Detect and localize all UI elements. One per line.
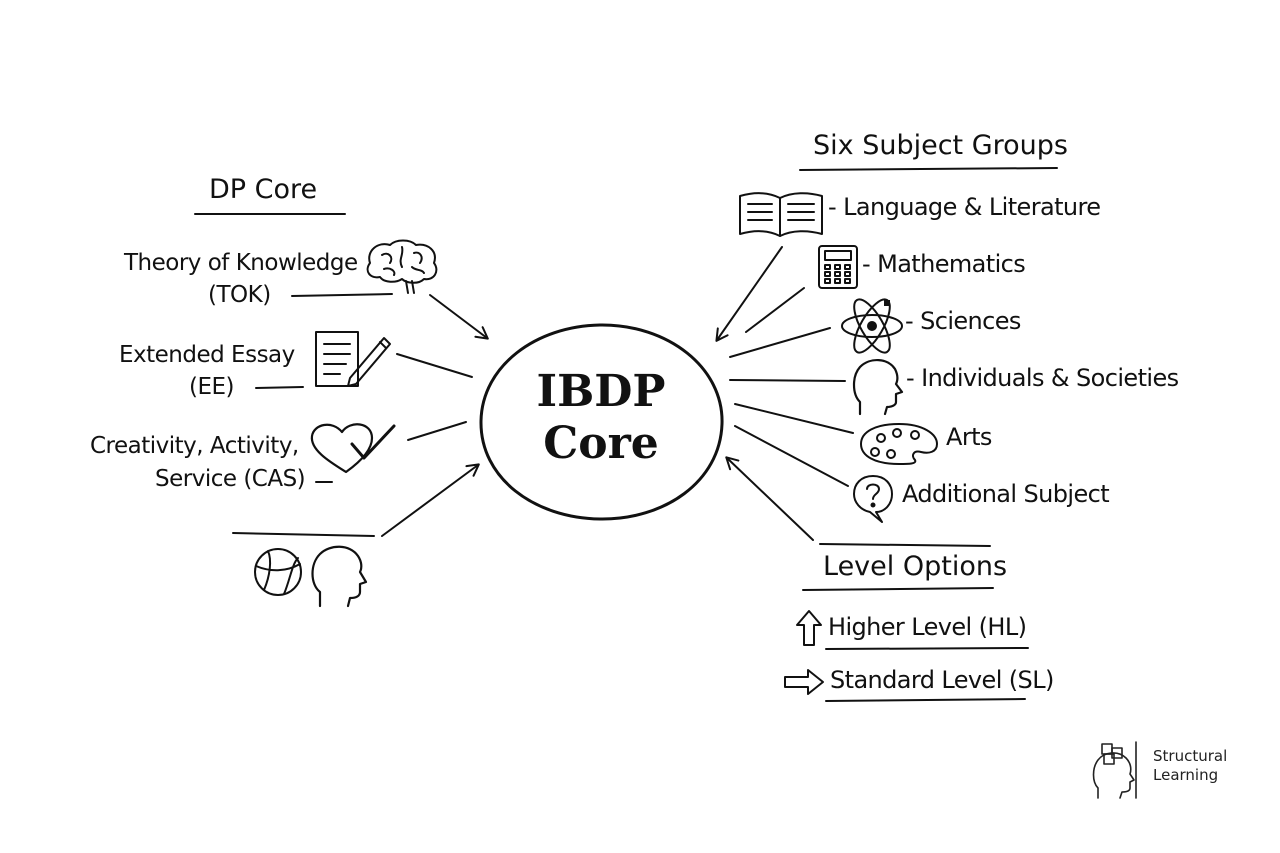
dp-core-heading: DP Core xyxy=(209,174,318,205)
extra-overline xyxy=(232,532,375,537)
subject-groups-heading: Six Subject Groups xyxy=(813,130,1068,161)
arrow-up-icon xyxy=(796,610,822,646)
sl-underline xyxy=(825,698,1026,702)
center-title-line2: Core xyxy=(543,418,659,469)
level-options-underline xyxy=(802,587,994,591)
level-options-heading: Level Options xyxy=(823,551,1008,582)
cas-connector xyxy=(407,421,467,441)
tok-abbrev: (TOK) xyxy=(208,282,271,308)
brain-icon xyxy=(366,239,438,294)
subject-sciences: - Sciences xyxy=(905,307,1021,335)
extra-arrow xyxy=(381,463,480,537)
palette-icon xyxy=(860,423,938,465)
subject-additional: Additional Subject xyxy=(902,480,1110,508)
tok-label: Theory of Knowledge xyxy=(124,250,358,276)
ball-icon xyxy=(254,548,302,596)
question-bubble-icon xyxy=(853,475,893,523)
hl-underline xyxy=(825,647,1029,650)
head-profile-icon xyxy=(852,359,904,416)
calculator-icon xyxy=(818,245,858,289)
cas-label: Creativity, Activity, xyxy=(90,433,299,459)
additional-connector xyxy=(734,425,849,487)
subject-groups-underline xyxy=(799,167,1058,171)
logo-text: Structural Learning xyxy=(1153,747,1227,785)
heart-check-icon xyxy=(310,423,396,474)
individuals-connector xyxy=(729,379,846,382)
open-book-icon xyxy=(739,192,823,237)
logo-text-line1: Structural xyxy=(1153,747,1228,765)
structural-learning-logo-icon xyxy=(1092,741,1137,799)
level-higher: Higher Level (HL) xyxy=(828,613,1027,641)
math-connector xyxy=(745,287,805,333)
ee-connector xyxy=(396,353,473,378)
center-title-line1: IBDP xyxy=(536,366,666,417)
arts-connector xyxy=(734,403,854,434)
center-circle xyxy=(479,323,724,521)
tok-arrow xyxy=(429,294,489,340)
atom-icon xyxy=(841,298,903,354)
subject-mathematics: - Mathematics xyxy=(862,250,1026,278)
subject-arts: Arts xyxy=(946,423,992,451)
logo-text-line2: Learning xyxy=(1153,766,1219,784)
sciences-connector xyxy=(729,327,831,358)
level-options-overline xyxy=(819,543,991,547)
ee-abbrev: (EE) xyxy=(189,374,235,400)
tok-leader xyxy=(291,293,393,297)
arrow-right-icon xyxy=(784,669,824,695)
subject-language: - Language & Literature xyxy=(828,193,1101,221)
document-pencil-icon xyxy=(315,331,391,387)
subject-individuals: - Individuals & Societies xyxy=(906,364,1179,392)
levels-arrow xyxy=(725,456,814,541)
head-icon xyxy=(311,545,368,608)
ee-leader xyxy=(255,386,304,389)
level-standard: Standard Level (SL) xyxy=(830,666,1054,694)
center-title: IBDP Core xyxy=(481,366,721,470)
language-arrow xyxy=(715,246,783,342)
cas-abbrev: Service (CAS) xyxy=(155,466,306,492)
ee-label: Extended Essay xyxy=(119,342,295,368)
